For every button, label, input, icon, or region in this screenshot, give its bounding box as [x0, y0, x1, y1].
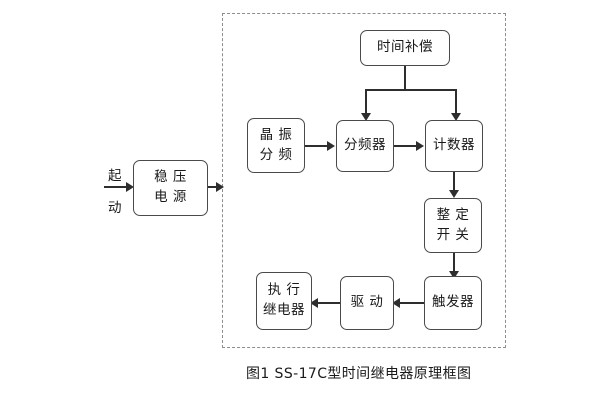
input-label-line2: 动	[108, 200, 122, 216]
connector-input-to-power	[104, 186, 130, 188]
connector-crystal-to-divider	[305, 145, 331, 147]
node-drive-label: 驱 动	[350, 294, 384, 311]
node-power-label-line2: 电 源	[154, 189, 187, 205]
node-drive[interactable]: 驱 动	[340, 276, 394, 330]
connector-timecomp-to-divider	[365, 89, 367, 117]
node-output-relay-label-line1: 执 行	[267, 282, 301, 299]
connector-timecomp-split-bar	[365, 89, 456, 91]
node-frequency-divider[interactable]: 分频器	[336, 120, 394, 172]
node-regulated-power-supply[interactable]: 稳 压 电 源	[133, 160, 208, 216]
connector-power-to-enclosure	[208, 186, 220, 188]
node-setting-switch-label-line2: 开 关	[436, 226, 470, 243]
connector-timecomp-stem	[404, 66, 406, 90]
arrowhead-setting-switch-to-trigger	[449, 271, 459, 279]
arrowhead-trigger-to-drive	[392, 298, 400, 308]
node-setting-switch[interactable]: 整 定 开 关	[424, 198, 482, 253]
node-trigger[interactable]: 触发器	[424, 276, 482, 330]
connector-timecomp-to-counter	[455, 89, 457, 117]
connector-setting-switch-to-trigger	[453, 253, 455, 275]
node-crystal-label-line2: 分 频	[259, 146, 293, 163]
node-crystal-oscillator-divider[interactable]: 晶 振 分 频	[247, 118, 305, 173]
arrowhead-counter-to-setting-switch	[449, 190, 459, 198]
node-counter[interactable]: 计数器	[425, 120, 483, 172]
arrowhead-crystal-to-divider	[327, 141, 335, 151]
dashed-enclosure-boundary	[222, 13, 506, 348]
arrowhead-input-to-power	[126, 182, 134, 192]
arrowhead-timecomp-to-divider	[361, 113, 371, 121]
node-output-relay[interactable]: 执 行 继电器	[256, 272, 312, 330]
connector-divider-to-counter	[394, 145, 420, 147]
arrowhead-timecomp-to-counter	[451, 113, 461, 121]
node-power-label-line1: 稳 压	[154, 169, 187, 186]
node-output-relay-label-line2: 继电器	[263, 302, 305, 318]
node-counter-label: 计数器	[433, 137, 475, 154]
connector-counter-to-setting-switch	[453, 172, 455, 194]
node-time-compensation[interactable]: 时间补偿	[360, 30, 450, 66]
arrowhead-power-to-enclosure	[216, 182, 224, 192]
node-trigger-label: 触发器	[432, 294, 474, 311]
arrowhead-drive-to-output-relay	[310, 298, 318, 308]
connector-drive-to-output-relay	[312, 302, 340, 304]
arrowhead-divider-to-counter	[416, 141, 424, 151]
figure-caption: 图1 SS-17C型时间继电器原理框图	[246, 366, 472, 382]
node-divider-label: 分频器	[344, 137, 386, 154]
node-crystal-label-line1: 晶 振	[259, 126, 293, 143]
connector-trigger-to-drive	[394, 302, 424, 304]
node-time-compensation-label: 时间补偿	[377, 39, 433, 56]
input-label-line1: 起	[108, 168, 122, 184]
node-setting-switch-label-line1: 整 定	[436, 206, 470, 223]
